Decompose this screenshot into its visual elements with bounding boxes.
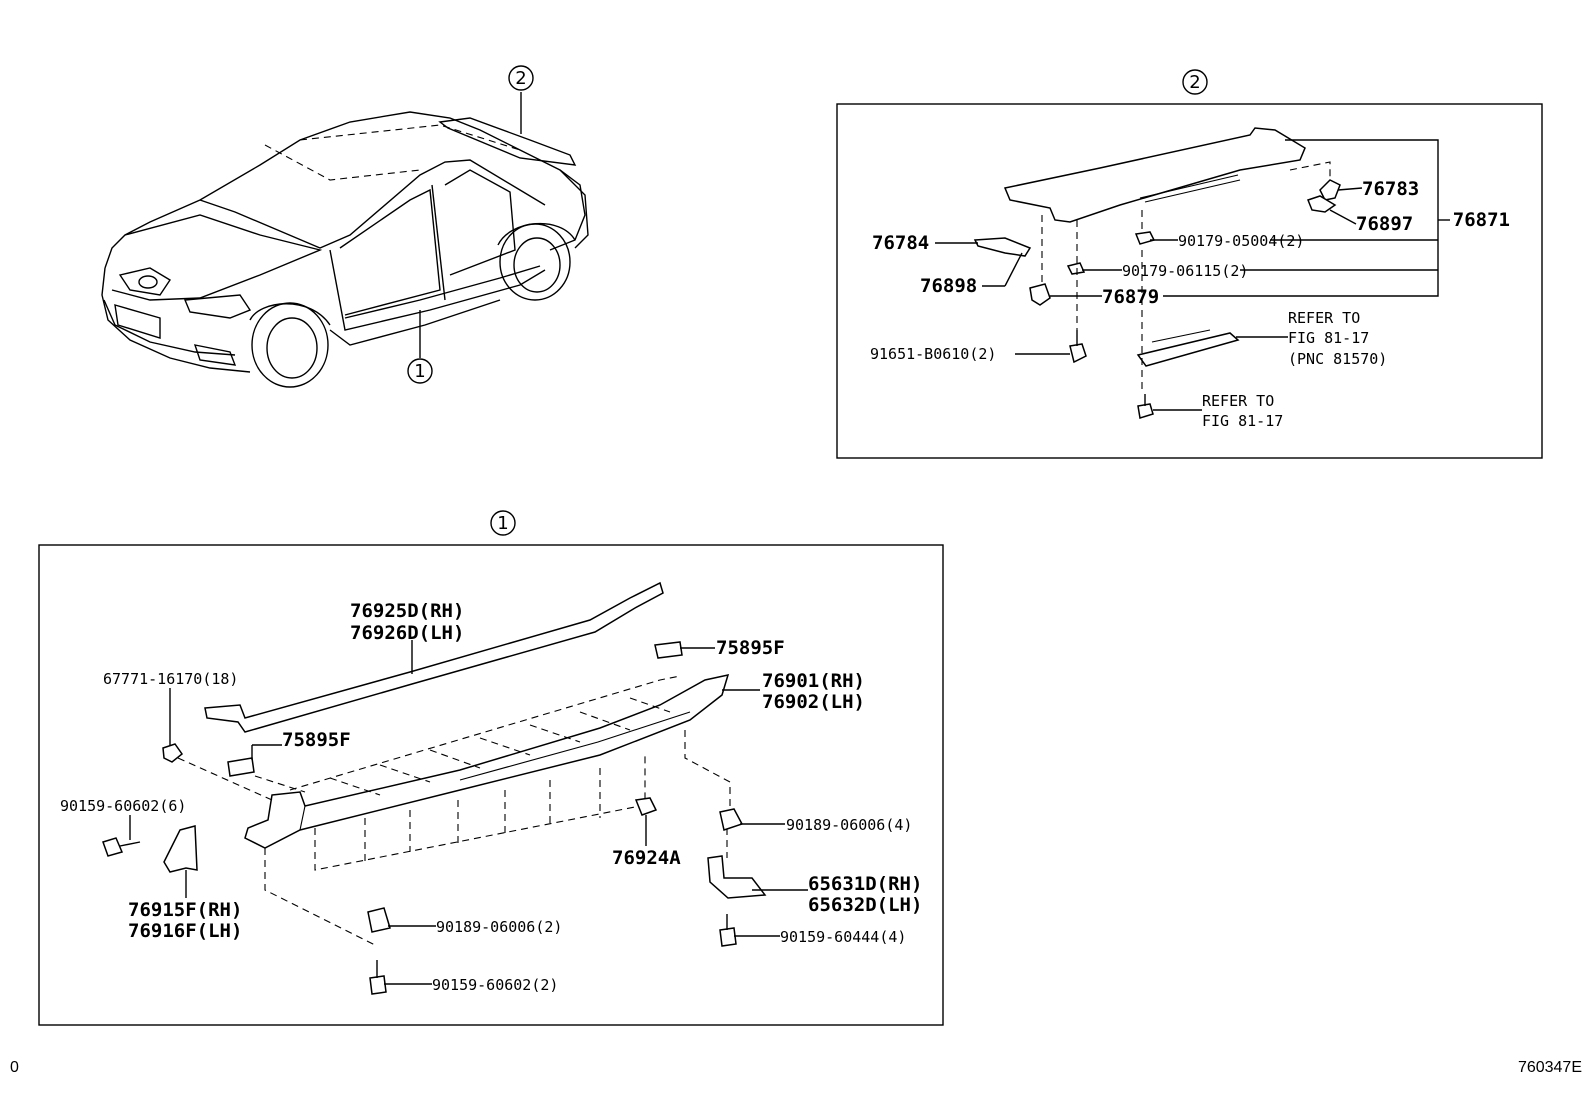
label-90179-05004: 90179-05004(2) [1178, 232, 1304, 250]
label-75895f-top: 75895F [716, 637, 785, 659]
label-75895f-left: 75895F [282, 729, 351, 751]
footer-figure-code: 760347E [1517, 1059, 1582, 1076]
nut-06006-4-part [719, 808, 744, 831]
bracket-76784-part [973, 237, 1032, 257]
panel-spoiler-frame [836, 103, 1543, 459]
label-refer-2-line2: FIG 81-17 [1202, 412, 1283, 430]
label-76925d: 76925D(RH) [350, 600, 464, 622]
label-76783: 76783 [1362, 178, 1419, 200]
label-76915f: 76915F(RH) [128, 899, 242, 921]
molding-strip-part [204, 581, 664, 733]
label-76926d: 76926D(LH) [350, 622, 464, 644]
label-90189-06006-2: 90189-06006(2) [436, 918, 562, 936]
label-76916f: 76916F(LH) [128, 920, 242, 942]
nut-76924a-part [634, 797, 658, 816]
label-refer-1-line2: FIG 81-17 [1288, 329, 1369, 347]
screw-60444-part [719, 927, 737, 947]
screw-60602-6-part [102, 837, 124, 857]
clip-76879-part [1029, 283, 1051, 306]
footer-left-code: 0 [10, 1059, 19, 1076]
rear-spoiler-part [1003, 127, 1306, 223]
nut-05004-part [1134, 231, 1156, 245]
marker-one-car: 1 [407, 358, 433, 384]
label-76902: 76902(LH) [762, 691, 865, 713]
clip-67771-part [162, 743, 184, 763]
label-67771-16170: 67771-16170(18) [103, 670, 238, 688]
label-90159-60602-2: 90159-60602(2) [432, 976, 558, 994]
svg-text:2: 2 [1189, 72, 1200, 93]
car-overview-illustration [101, 111, 589, 388]
label-76784: 76784 [872, 232, 929, 254]
label-refer-1-line3: (PNC 81570) [1288, 350, 1387, 368]
label-76879: 76879 [1102, 286, 1159, 308]
pad-left-part [227, 757, 255, 777]
label-76871: 76871 [1453, 209, 1510, 231]
stop-lamp-part [1136, 332, 1240, 367]
marker-two-panel: 2 [1182, 69, 1208, 95]
label-refer-2-line1: REFER TO [1202, 392, 1274, 410]
mudguard-part [163, 825, 198, 873]
label-90179-06115: 90179-06115(2) [1122, 262, 1248, 280]
marker-two-car: 2 [508, 65, 534, 91]
screw-60602-2-part [369, 975, 387, 995]
marker-one-panel: 1 [490, 510, 516, 536]
bolt-b0610-part [1069, 343, 1087, 364]
label-65632d: 65632D(LH) [808, 894, 922, 916]
label-91651-b0610: 91651-B0610(2) [870, 345, 996, 363]
label-76924a: 76924A [612, 847, 681, 869]
label-90159-60444: 90159-60444(4) [780, 928, 906, 946]
pad-top-part [654, 641, 683, 659]
nut-06115-part [1066, 262, 1086, 275]
svg-text:1: 1 [497, 513, 508, 534]
label-76897: 76897 [1356, 213, 1413, 235]
panel-rocker-frame [38, 544, 944, 1026]
svg-text:2: 2 [515, 68, 526, 89]
label-90159-60602-6: 90159-60602(6) [60, 797, 186, 815]
nut-06006-2-part [367, 907, 391, 933]
screw-refer-part [1137, 403, 1154, 419]
cap-76897-part [1307, 195, 1337, 213]
bracket-65631d-part [707, 855, 767, 899]
label-76901: 76901(RH) [762, 670, 865, 692]
label-90189-06006-4: 90189-06006(4) [786, 816, 912, 834]
rocker-skirt-part [244, 673, 730, 849]
label-76898: 76898 [920, 275, 977, 297]
label-refer-1-line1: REFER TO [1288, 309, 1360, 327]
label-65631d: 65631D(RH) [808, 873, 922, 895]
svg-text:1: 1 [414, 361, 425, 382]
